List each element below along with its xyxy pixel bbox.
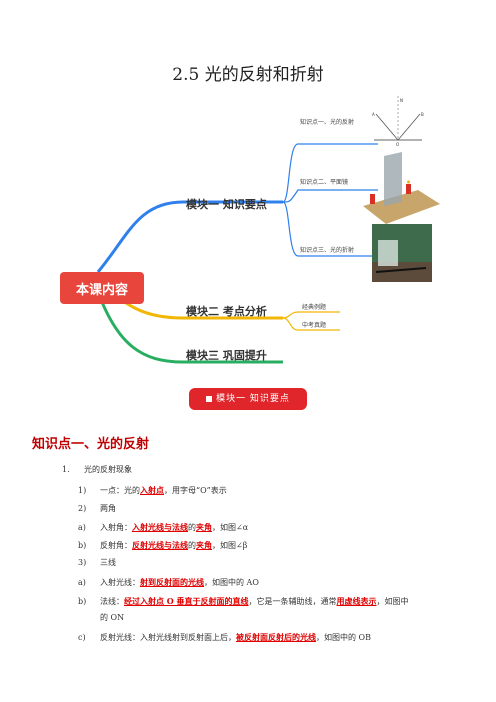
leaf-refraction: 知识点三、光的折射 <box>300 246 354 254</box>
label-o: O <box>396 142 399 147</box>
list-item: 1)一点：光的入射点，用字母“O”表示 <box>78 485 227 495</box>
list-item: 2)两角 <box>78 504 116 513</box>
leaf-reflection: 知识点一、光的反射 <box>300 118 354 126</box>
mind-map: 本课内容 模块一 知识要点 模块二 考点分析 模块三 巩固提升 知识点一、光的反… <box>60 96 440 364</box>
label-n: N <box>400 98 403 103</box>
reflection-diagram-image: N A O B <box>372 96 424 147</box>
label-a: A <box>372 112 375 117</box>
leaf-examples: 经典例题 <box>302 303 326 311</box>
list-item-continuation: 的 ON <box>100 613 125 622</box>
list-item: b)反射角：反射光线与法线的夹角，如图∠β <box>78 540 248 550</box>
module-3-label: 模块三 巩固提升 <box>186 348 267 362</box>
root-node <box>60 272 144 304</box>
section-title: 知识点一、光的反射 <box>32 437 150 452</box>
module-1-label: 模块一 知识要点 <box>186 197 267 211</box>
branch-m3 <box>96 291 283 364</box>
leaf-plane-mirror: 知识点二、平面镜 <box>300 178 348 186</box>
branch-m1 <box>96 200 283 273</box>
module-2-label: 模块二 考点分析 <box>186 304 267 318</box>
list-item: c)反射光线：入射光线射到反射面上后，被反射面反射后的光线，如图中的 OB <box>78 632 371 642</box>
list-item: 3)三线 <box>78 558 116 567</box>
refraction-photo-image <box>372 224 432 282</box>
list-item: a)入射光线：射到反射面的光线，如图中的 AO <box>78 577 259 587</box>
banner-square-icon <box>206 395 213 402</box>
module-banner: 模块一 知识要点 <box>189 388 307 410</box>
list-item: b)法线：经过入射点 O 垂直于反射面的直线，它是一条辅助线，通常用虚线表示，如… <box>78 596 409 606</box>
list-item: 1.光的反射现象 <box>62 465 132 474</box>
leaf-exam-questions: 中考真题 <box>302 321 326 329</box>
label-b: B <box>421 112 424 117</box>
page-title: 2.5 光的反射和折射 <box>172 65 324 85</box>
root-label: 本课内容 <box>76 282 128 298</box>
list-item: a)入射角：入射光线与法线的夹角，如图∠α <box>78 522 249 532</box>
plane-mirror-image <box>363 152 440 224</box>
